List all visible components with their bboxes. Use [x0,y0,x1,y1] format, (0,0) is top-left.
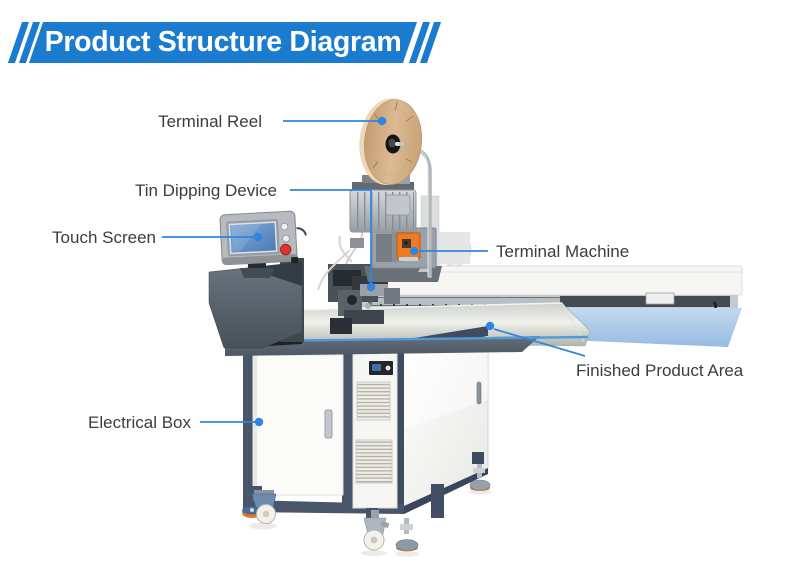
terminal-machine-dot [409,246,419,256]
tin-dipping-leader-line [290,189,372,283]
side-door-handle [476,381,482,405]
emergency-stop-button [279,243,292,256]
finished-product-dot [485,321,495,331]
terminal-reel-dot [377,116,387,126]
label-electrical-box: Electrical Box [88,413,191,432]
leader-lines [162,120,586,423]
label-touch-screen: Touch Screen [52,228,156,247]
reel-hub [385,134,404,154]
vent-panel [352,351,398,509]
touch-screen-dot [253,232,263,242]
caster-wheel [242,490,277,524]
label-finished-product-area: Finished Product Area [576,361,744,380]
door-handle [324,409,333,439]
electrical-box-dot [254,417,264,427]
terminal-reel-disc [359,98,423,186]
label-tin-dipping-device: Tin Dipping Device [134,181,277,200]
temperature-controller [369,361,393,375]
casters-and-feet [242,464,491,557]
tin-dipping-dot [366,282,376,292]
vent-grille [355,439,393,484]
caster-wheel [363,510,390,551]
label-terminal-machine: Terminal Machine [496,242,630,261]
machine-bed [351,195,743,347]
finished-product-leader-line [493,328,586,357]
leader-dots [253,116,495,427]
vent-grille [356,381,391,421]
leveling-foot [469,464,491,491]
leveling-foot [395,518,419,552]
electrical-box-cabinet [243,326,489,520]
label-terminal-reel: Terminal Reel [158,112,262,131]
